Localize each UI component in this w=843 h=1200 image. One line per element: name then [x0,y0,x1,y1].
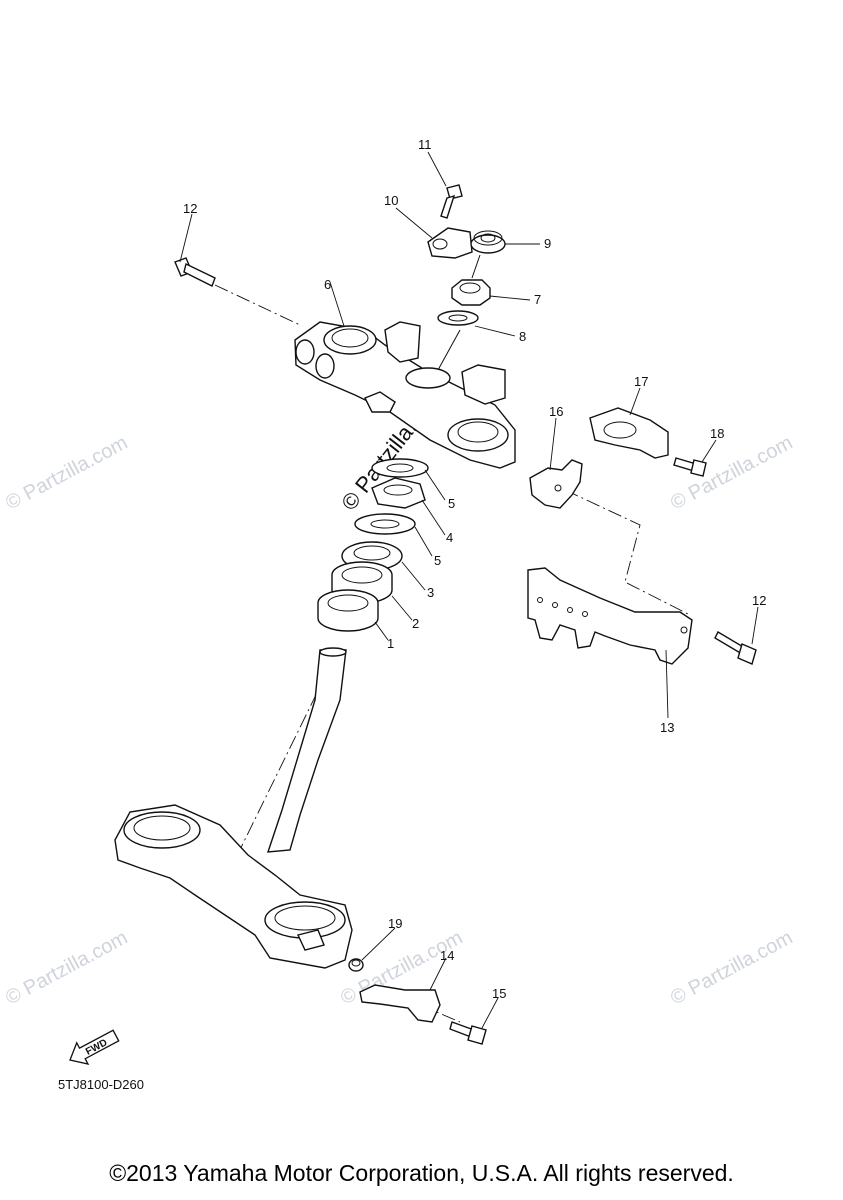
plate-14 [529,459,583,509]
bracket-13 [527,567,693,665]
collar-19 [348,958,364,972]
callout-4: 4 [446,530,453,545]
race-1 [317,589,379,632]
bolt-12-upper [174,257,216,287]
callout-12: 12 [752,593,766,608]
callout-19: 19 [388,916,402,931]
fwd-arrow-icon: FWD [69,1029,120,1065]
callout-3: 3 [427,585,434,600]
upper-bracket-6 [294,321,516,469]
callout-14: 16 [549,404,563,419]
washer-8 [437,310,479,326]
under-bracket-stem [114,647,353,969]
watermark: © Partzilla.com [2,432,131,515]
collar-9 [470,230,506,254]
bolt-18 [449,1021,487,1045]
callout-7: 7 [534,292,541,307]
callout-9: 9 [544,236,551,251]
guide-17 [359,984,441,1023]
watermark: © Partzilla.com [2,927,131,1010]
callout-11: 11 [418,137,432,152]
callout-5: 5 [448,496,455,511]
callout-6: 6 [324,277,331,292]
callout-18: 15 [492,986,506,1001]
nut-7 [451,279,491,306]
watermark: © Partzilla.com [667,432,796,515]
callout-16: 18 [710,426,724,441]
diagram-part-code: 5TJ8100-D260 [58,1077,144,1092]
callout-10: 10 [384,193,398,208]
callouts: 11 10 12 9 7 8 6 5 4 5 3 2 1 16 17 18 12… [183,137,766,1001]
callout-1: 1 [387,636,394,651]
callout-2: 2 [412,616,419,631]
bolt-11 [440,184,463,219]
callout-5: 5 [434,553,441,568]
callout-15: 17 [634,374,648,389]
fwd-label: FWD [84,1037,109,1057]
bolt-16 [673,457,707,477]
callout-8: 8 [519,329,526,344]
bolt-12-right [714,631,757,665]
watermark: © Partzilla.com [667,927,796,1010]
holder-15 [589,407,669,459]
callout-12: 12 [183,201,197,216]
callout-17: 14 [440,948,454,963]
callout-13: 13 [660,720,674,735]
copyright-notice: ©2013 Yamaha Motor Corporation, U.S.A. A… [109,1160,734,1186]
washer-5-upper [371,458,429,478]
leader-lines [179,151,759,1029]
nut-4 [371,477,426,509]
clamp-10 [427,227,473,259]
washer-5-lower [354,513,416,535]
